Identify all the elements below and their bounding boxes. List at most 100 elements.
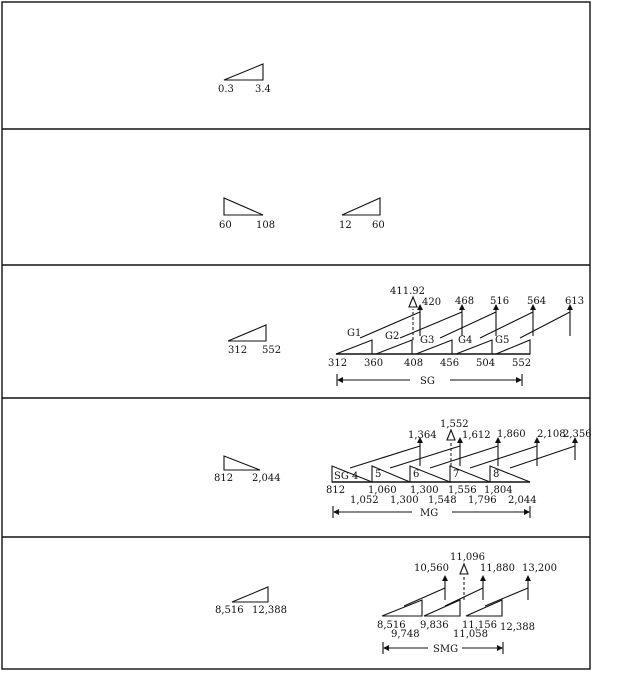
panel4-bottom-row2-1052: 1,052: [350, 495, 379, 506]
panel5-top-label-11880: 11,880: [480, 563, 515, 574]
panel5-bottom-row1-12388: 12,388: [500, 622, 535, 633]
panel-2: 60 108 12 60: [219, 197, 385, 231]
panel3-wedge-g1: [335, 339, 373, 355]
panel2-left-high-label: 108: [256, 220, 275, 231]
panel4-top-label-1612: 1,612: [462, 430, 491, 441]
panel3-group-label-g5: G5: [495, 335, 509, 346]
panel4-wedge-5: [371, 465, 411, 483]
panel5-wedge-3: [465, 599, 503, 617]
panel5-simple-high-label: 12,388: [252, 605, 287, 616]
panel4-bottom-row2-2044: 2,044: [508, 495, 537, 506]
panel4-line-2: [389, 445, 461, 469]
panel5-bottom-row2-11058: 11,058: [453, 629, 488, 640]
panel5-top-label-10560: 10,560: [414, 563, 449, 574]
panel4-bottom-row1-1556: 1,556: [448, 485, 477, 496]
panel5-bottom-row1-8516: 8,516: [377, 620, 406, 631]
panel3-wedge-g5: [495, 339, 531, 355]
panel5-marker-triangle: [459, 562, 469, 575]
panel3-group-label-g4: G4: [458, 335, 472, 346]
panel3-group-label-g3: G3: [420, 335, 434, 346]
panel4-simple-low-label: 812: [214, 473, 233, 484]
panel4-group-label-7: 7: [453, 469, 459, 480]
panel3-simple-wedge: [227, 324, 267, 342]
panel4-simple-wedge: [223, 455, 261, 471]
panel3-bottom-label-552: 552: [512, 358, 531, 369]
panel3-wedge-g3: [415, 339, 453, 355]
panel4-bottom-row2-1548: 1,548: [428, 495, 457, 506]
panel3-bottom-label-456: 456: [440, 358, 459, 369]
panel4-bottom-row2-1796: 1,796: [468, 495, 497, 506]
panel3-wedge-g4: [455, 339, 493, 355]
panel4-line-3: [429, 445, 499, 469]
panel4-bottom-row1-812: 812: [326, 485, 345, 496]
panel4-wedge-6: [409, 465, 451, 483]
panel4-top-label-1860: 1,860: [497, 429, 526, 440]
panel5-bottom-row2-9748: 9,748: [391, 629, 420, 640]
panel3-wedge-g2: [375, 339, 413, 355]
panel4-bottom-row2-1300: 1,300: [390, 495, 419, 506]
panel4-group-label-8: 8: [493, 469, 499, 480]
panel3-bottom-label-312: 312: [328, 358, 347, 369]
panel3-line-g3: [439, 311, 497, 339]
panel4-bottom-row1-1060: 1,060: [368, 485, 397, 496]
panel4-line-1: [349, 445, 421, 469]
panel5-span-label: SMG: [433, 644, 458, 655]
panel3-bottom-label-360: 360: [364, 358, 383, 369]
panel4-line-4: [469, 445, 538, 469]
panel5-simple-low-label: 8,516: [215, 605, 244, 616]
panel4-top-label-2108: 2,108: [537, 429, 566, 440]
panel3-top-label-420: 420: [422, 297, 441, 308]
panel5-bottom-row1-9836: 9,836: [420, 620, 449, 631]
panel3-group-label-g1: G1: [347, 328, 361, 339]
panel3-marker-triangle: [408, 295, 418, 308]
panel3-top-label-516: 516: [490, 296, 509, 307]
outer-frame: [1, 1, 591, 670]
panel4-wedge-7: [449, 465, 491, 483]
panel3-top-label-468: 468: [455, 296, 474, 307]
panel2-right-wedge: [341, 197, 381, 216]
panel2-right-high-label: 60: [372, 220, 385, 231]
panel5-top-label-13200: 13,200: [522, 563, 557, 574]
panel2-left-wedge: [223, 197, 264, 216]
panel4-bottom-row1-1804: 1,804: [484, 485, 513, 496]
panel3-line-g1: [359, 311, 421, 339]
panel5-bottom-row1-11156: 11,156: [462, 620, 497, 631]
panel4-marker-triangle: [446, 428, 456, 441]
panel5-line-1: [403, 587, 446, 607]
panel3-bottom-label-504: 504: [476, 358, 495, 369]
panel4-group-label-5: 5: [375, 469, 381, 480]
panel3-line-g4: [479, 311, 534, 339]
panel1-range-wedge: [223, 63, 264, 81]
panel4-group-label-6: 6: [413, 469, 419, 480]
panel4-top-label-2356: 2,356: [563, 429, 592, 440]
panel3-top-label-564: 564: [527, 296, 546, 307]
panel4-wedge-8: [489, 465, 531, 483]
panel3-simple-high-label: 552: [262, 345, 281, 356]
panel5-marker-label: 11,096: [450, 552, 485, 563]
panel1-low-label: 0.3: [218, 84, 234, 95]
panel3-group-label-g2: G2: [385, 331, 399, 342]
panel5-simple-wedge: [231, 586, 269, 603]
panel5-wedge-1: [381, 599, 423, 617]
panel3-top-label-613: 613: [565, 296, 584, 307]
panel5-line-3: [484, 587, 529, 607]
panel4-marker-label: 1,552: [440, 419, 469, 430]
panel-5: 8,516 12,388 11,096 10,560 11,880 13,200…: [215, 552, 557, 655]
panel1-high-label: 3.4: [255, 84, 271, 95]
panel4-wedge-sg4: [331, 465, 373, 483]
panel4-group-label-sg4: SG 4: [334, 471, 358, 482]
panel-3: 312 552 411.92 420 468 516 564 613 G1 G2: [227, 286, 584, 387]
panel2-right-low-label: 12: [339, 220, 352, 231]
panel-4: 812 2,044 1,552 1,364 1,612 1,860 2,108 …: [214, 419, 592, 519]
panel3-bottom-label-408: 408: [404, 358, 423, 369]
panel2-left-low-label: 60: [219, 220, 232, 231]
panel3-span-label: SG: [420, 376, 435, 387]
panel4-simple-high-label: 2,044: [252, 473, 281, 484]
panel3-line-g2: [399, 311, 463, 339]
panel4-span-label: MG: [420, 508, 438, 519]
panel4-line-5: [509, 445, 576, 469]
panel3-marker-label: 411.92: [390, 286, 425, 297]
panel-1: 0.3 3.4: [218, 63, 271, 95]
panel5-wedge-2: [423, 599, 461, 617]
